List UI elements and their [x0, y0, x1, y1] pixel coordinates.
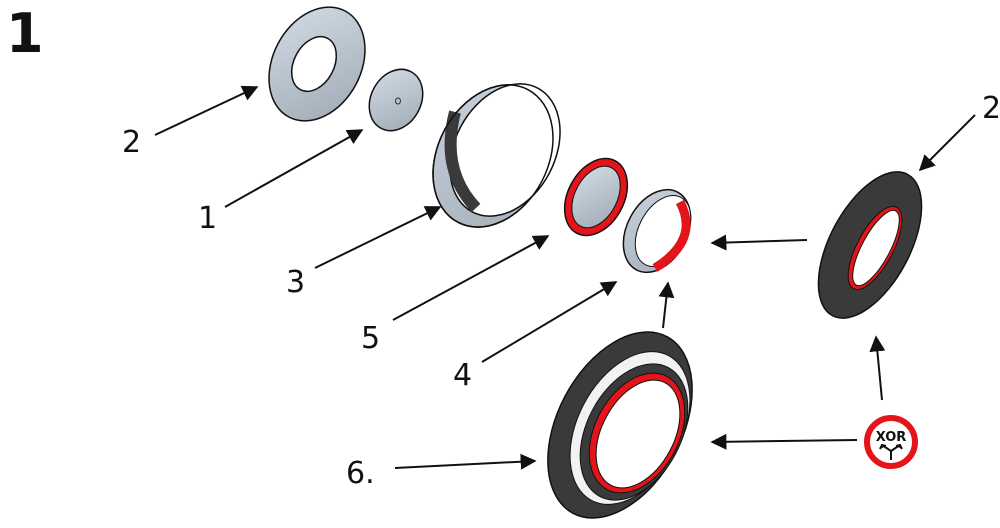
arrow-4 [481, 281, 618, 363]
arrow-2-right [918, 114, 976, 172]
arrow-xor-left [710, 433, 858, 450]
part-assembled-ring [547, 331, 693, 519]
label-2-right: 2 [982, 91, 1000, 126]
arrow-xor-up [869, 335, 886, 401]
xor-text: XOR [876, 430, 907, 445]
label-4: 4 [453, 358, 472, 393]
part-small-cup [622, 188, 692, 274]
part-dark-ring-right [817, 171, 923, 319]
arrow-6-up [658, 281, 675, 329]
arrows [154, 85, 976, 470]
arrow-3 [314, 206, 442, 269]
label-2-left: 2 [122, 125, 141, 160]
xor-fork-icon [879, 443, 903, 460]
arrow-right-ring-left [710, 234, 808, 251]
arrow-6 [394, 453, 537, 470]
step-number: 1 [6, 2, 44, 65]
arrow-1 [224, 129, 364, 208]
part-disc [368, 68, 424, 132]
arrow-2-top [154, 85, 259, 136]
part-cylinder [432, 83, 561, 228]
xor-badge: XOR [864, 415, 918, 469]
part-washer-top [268, 6, 366, 122]
label-6: 6. [346, 456, 375, 491]
label-5: 5 [361, 321, 380, 356]
label-3: 3 [286, 265, 305, 300]
label-1: 1 [198, 201, 217, 236]
part-red-disc [563, 157, 629, 237]
arrow-5 [392, 235, 550, 321]
